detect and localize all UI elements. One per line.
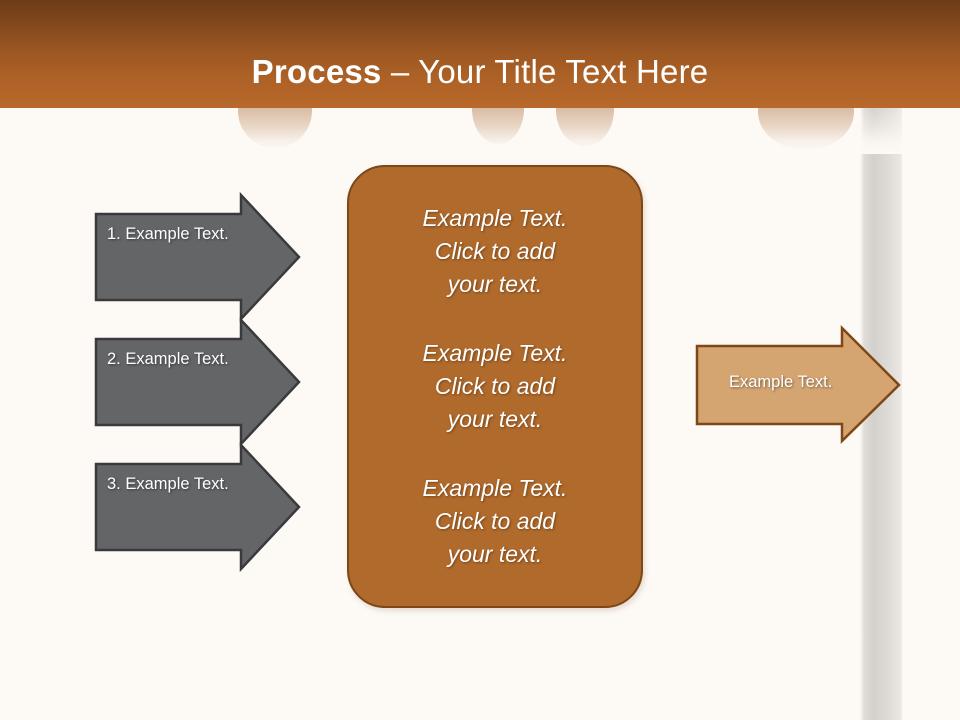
page-title-bold: Process	[251, 53, 382, 90]
process-step-arrow-2[interactable]: 2. Example Text.	[94, 316, 301, 448]
page-title: Process – Your Title Text Here	[0, 52, 960, 92]
page-title-rest: – Your Title Text Here	[381, 53, 709, 90]
process-step-arrow-1[interactable]: 1. Example Text.	[94, 191, 301, 323]
process-description-box[interactable]: Example Text. Click to add your text. Ex…	[347, 165, 643, 608]
arrow-right-shape	[94, 316, 301, 448]
process-step-arrow-3-label: 3. Example Text.	[107, 475, 229, 493]
arrow-right-shape	[94, 441, 301, 573]
process-step-arrow-3[interactable]: 3. Example Text.	[94, 441, 301, 573]
arrow-right-shape	[94, 191, 301, 323]
process-outcome-arrow[interactable]: Example Text.	[695, 324, 901, 444]
process-text-block-3: Example Text. Click to add your text.	[422, 475, 568, 567]
process-text-block-2: Example Text. Click to add your text.	[422, 340, 568, 432]
process-step-arrow-1-label: 1. Example Text.	[107, 225, 229, 243]
process-text-block-1: Example Text. Click to add your text.	[422, 205, 568, 297]
title-bar: Process – Your Title Text Here	[0, 0, 960, 108]
process-outcome-arrow-label: Example Text.	[729, 373, 833, 391]
arrow-right-shape	[695, 324, 901, 444]
process-step-arrow-2-label: 2. Example Text.	[107, 350, 229, 368]
